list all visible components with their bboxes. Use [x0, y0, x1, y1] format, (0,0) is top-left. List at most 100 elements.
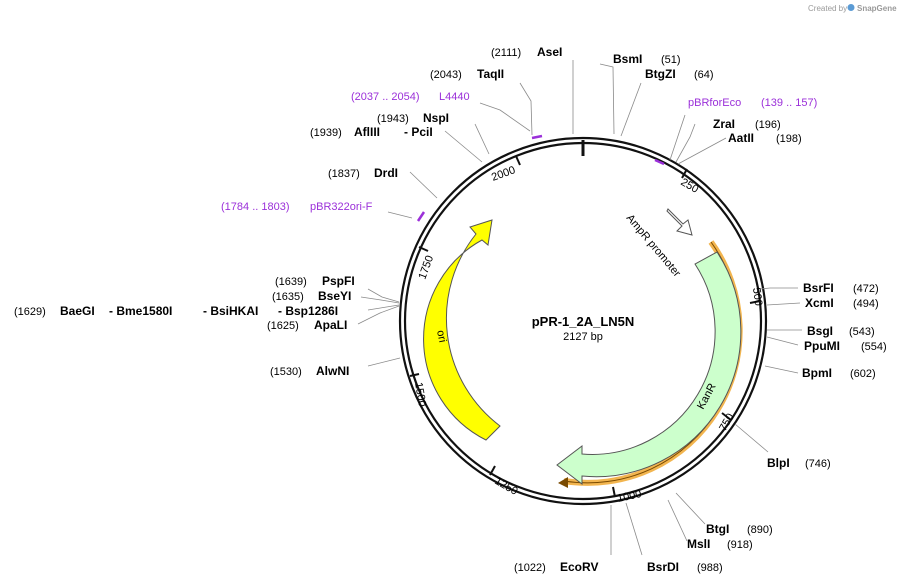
site-zrai-name[interactable]: ZraI — [713, 117, 735, 131]
snapgene-logo-icon — [847, 4, 855, 11]
site-bsrdi-pos: (988) — [697, 562, 723, 574]
backbone-outer-strand — [398, 136, 768, 506]
leader-msli — [667, 499, 688, 542]
primer-l4440-range: (2037 .. 2054) — [351, 91, 420, 103]
site-bme1580i-name[interactable]: - Bme1580I — [109, 304, 172, 318]
site-ecorv-pos: (1022) — [514, 562, 546, 574]
site-taqii-name[interactable]: TaqII — [477, 67, 504, 81]
site-aatii-pos: (198) — [776, 133, 802, 145]
leader-ppumi — [766, 336, 799, 346]
ruler-label-500: 500 — [750, 287, 764, 307]
ori-label: ori — [434, 329, 448, 343]
site-afliii-name[interactable]: AflIII — [354, 125, 380, 139]
site-bpmi-pos: (602) — [850, 368, 876, 380]
primer-pbrforeco-range: (139 .. 157) — [761, 97, 817, 109]
leader-afliii — [444, 130, 483, 163]
site-bsihkai-name[interactable]: - BsiHKAI — [203, 304, 258, 318]
kanr-highlight-arrowhead — [558, 477, 568, 488]
site-blpi-name[interactable]: BlpI — [767, 456, 790, 470]
site-asei-pos: (2111) — [491, 47, 521, 59]
leader-l4440 — [479, 102, 531, 132]
site-alwni-name[interactable]: AlwNI — [316, 364, 349, 378]
leader-bsrdi — [625, 502, 643, 556]
ruler-tick-2000 — [515, 155, 521, 166]
site-ecorv-name[interactable]: EcoRV — [560, 560, 598, 574]
site-bsrfi-pos: (472) — [853, 283, 879, 295]
site-drdi-pos: (1837) — [328, 168, 360, 180]
ruler-label-1750: 1750 — [417, 254, 437, 281]
credit-brand: SnapGene — [857, 4, 897, 13]
site-bsgi-pos: (543) — [849, 326, 875, 338]
ampr-promoter-arrow — [666, 208, 693, 236]
leader-pbr322ori-f — [387, 211, 413, 219]
primer-pbrforeco-name[interactable]: pBRforEco — [688, 97, 741, 109]
kanr-feature-arrow — [556, 251, 742, 486]
site-nspi-pos: (1943) — [377, 113, 409, 125]
site-pspfi-name[interactable]: PspFI — [322, 274, 355, 288]
site-bsmi-name[interactable]: BsmI — [613, 52, 642, 66]
leader-pspfi — [367, 288, 400, 303]
leader-bpmi — [764, 365, 799, 374]
leader-aatii — [677, 137, 727, 165]
site-msli-name[interactable]: MslI — [687, 537, 710, 551]
site-blpi-pos: (746) — [805, 458, 831, 470]
ori-feature-arrow — [423, 219, 501, 441]
site-bsrfi-name[interactable]: BsrFI — [803, 281, 834, 295]
leader-bseyi — [360, 296, 400, 304]
site-btgi-pos: (890) — [747, 524, 773, 536]
site-aatii-name[interactable]: AatII — [728, 131, 754, 145]
primer-labels: pBRforEco (139 .. 157) (2037 .. 2054) L4… — [221, 91, 817, 213]
site-nspi-name[interactable]: NspI — [423, 111, 449, 125]
site-apali-pos: (1625) — [267, 320, 299, 332]
leader-blpi — [734, 423, 769, 453]
leader-btgzi — [620, 82, 642, 137]
site-bsp1286i-name[interactable]: - Bsp1286I — [278, 304, 338, 318]
site-bsrdi-name[interactable]: BsrDI — [647, 560, 679, 574]
ruler-tick-1250 — [489, 465, 496, 476]
site-pspfi-pos: (1639) — [275, 276, 307, 288]
leader-alwni — [367, 357, 401, 367]
left-site-labels: (2111) AseI (2043) TaqII (1943) NspI (19… — [14, 45, 598, 574]
leader-baegi — [367, 304, 400, 311]
leader-taqii — [519, 82, 533, 136]
ruler-tick-750 — [721, 412, 732, 421]
site-btgzi-pos: (64) — [694, 69, 714, 81]
site-bseyi-pos: (1635) — [272, 291, 304, 303]
leader-pbrforeco — [669, 114, 686, 161]
primer-pbr322ori-f-range: (1784 .. 1803) — [221, 201, 290, 213]
site-bsgi-name[interactable]: BsgI — [807, 324, 833, 338]
plasmid-name: pPR-1_2A_LN5N — [532, 314, 635, 329]
site-xcmi-name[interactable]: XcmI — [805, 296, 834, 310]
site-ppumi-name[interactable]: PpuMI — [804, 339, 840, 353]
ruler-label-1000: 1000 — [616, 488, 642, 505]
site-drdi-name[interactable]: DrdI — [374, 166, 398, 180]
credit-prefix: Created by — [808, 4, 847, 13]
site-xcmi-pos: (494) — [853, 298, 879, 310]
ruler-tick-250 — [681, 168, 688, 179]
primer-l4440-name[interactable]: L4440 — [439, 91, 470, 103]
site-msli-pos: (918) — [727, 539, 753, 551]
site-baegi-name[interactable]: BaeGI — [60, 304, 95, 318]
primer-pbr322ori-f-marker — [416, 211, 426, 222]
site-pcii-name[interactable]: - PciI — [404, 125, 433, 139]
site-btgi-name[interactable]: BtgI — [706, 522, 729, 536]
leader-drdi — [409, 171, 438, 199]
leader-zrai — [675, 123, 696, 163]
ampr-promoter-label: AmpR promoter — [624, 212, 683, 279]
ruler-tick-500 — [749, 300, 761, 304]
ruler-tick-1000 — [612, 486, 616, 498]
site-taqii-pos: (2043) — [430, 69, 462, 81]
site-baegi-pos: (1629) — [14, 306, 46, 318]
leader-btgi — [675, 492, 706, 525]
site-bseyi-name[interactable]: BseYI — [318, 289, 351, 303]
site-btgzi-name[interactable]: BtgZI — [645, 67, 676, 81]
primer-pbr322ori-f-name[interactable]: pBR322ori-F — [310, 201, 373, 213]
site-asei-name[interactable]: AseI — [537, 45, 562, 59]
site-bpmi-name[interactable]: BpmI — [802, 366, 832, 380]
ruler-label-1250: 1250 — [493, 475, 520, 498]
ruler-tick-1750 — [418, 246, 429, 252]
leader-bsmi — [599, 63, 615, 135]
site-alwni-pos: (1530) — [270, 366, 302, 378]
site-apali-name[interactable]: ApaLI — [314, 318, 347, 332]
